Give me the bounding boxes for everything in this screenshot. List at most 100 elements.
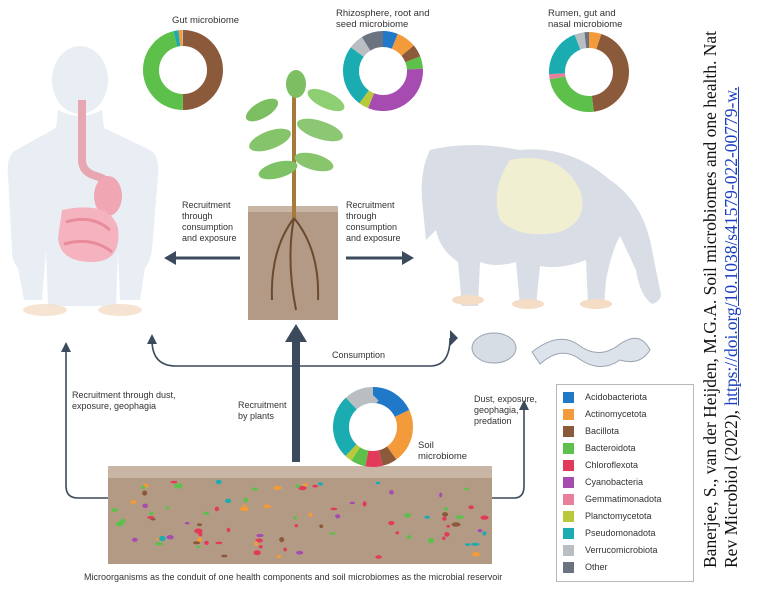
soil-microbe	[464, 487, 470, 491]
legend-swatch	[563, 426, 574, 437]
rhizosphere-microbiome-donut	[343, 31, 423, 111]
soil-microbe	[197, 537, 202, 543]
consumption-label: Consumption	[332, 350, 386, 360]
citation: Banerjee, S., van der Heijden, M.G.A. So…	[700, 20, 770, 568]
legend-label: Bacteroidota	[585, 443, 636, 453]
plant	[245, 70, 345, 320]
soil-microbe	[442, 536, 446, 541]
plant-recruitment-label: Recruitment by plants	[238, 400, 287, 421]
soil-microbe	[243, 497, 249, 503]
gut-donut-title: Gut microbiome	[172, 15, 240, 26]
soil-microbe	[472, 552, 481, 557]
donut-segment-verrucomicrobiota	[143, 30, 223, 110]
soil-microbe	[226, 527, 231, 533]
legend-label: Verrucomicrobiota	[585, 545, 658, 555]
soil-microbe	[388, 521, 395, 526]
soil-microbe	[451, 522, 461, 527]
soil-donut-title: Soil microbiome	[418, 440, 468, 462]
soil-microbe	[253, 550, 261, 556]
soil-microbe	[174, 483, 183, 489]
legend-label: Acidobacteriota	[585, 392, 648, 402]
soil-microbe	[375, 481, 381, 485]
soil-microbe	[150, 518, 156, 521]
soil-microbe	[215, 479, 222, 485]
soil-microbe	[329, 532, 336, 535]
soil-microbe	[308, 512, 313, 518]
soil-microbe	[221, 554, 228, 558]
soil-microbe	[294, 524, 299, 528]
legend-swatch	[563, 494, 574, 505]
soil-microbe	[276, 554, 282, 559]
soil-microbe	[468, 505, 474, 510]
donut-segment-verrucomicrobiota	[333, 387, 413, 467]
soil-microbe	[480, 515, 489, 520]
soil-microbe	[318, 482, 323, 486]
legend-swatch	[563, 409, 574, 420]
soil-microbe	[258, 545, 263, 549]
soil-microbe	[439, 492, 443, 498]
rumen-donut-title: Rumen, gut and nasal microbiome	[548, 8, 623, 30]
legend-label: Planctomycetota	[585, 511, 652, 521]
dust-predation-label: Dust, exposure, geophagia, predation	[474, 394, 538, 426]
soil-surface	[108, 466, 492, 478]
soil-block	[108, 466, 492, 564]
soil-microbe	[214, 506, 220, 512]
soil-microbe	[424, 515, 431, 519]
soil-microbes	[111, 479, 489, 559]
legend-label: Pseudomonadota	[585, 528, 656, 538]
legend-swatch	[563, 477, 574, 488]
soil-microbe	[197, 523, 202, 527]
legend-swatch	[563, 460, 574, 471]
soil-microbe	[406, 535, 412, 540]
recruitment-label-left: Recruitment through consumption and expo…	[182, 200, 237, 243]
soil-microbe	[319, 524, 324, 528]
soil-microbe	[446, 524, 451, 528]
soil-microbe	[204, 540, 209, 546]
soil-microbe	[141, 485, 146, 489]
soil-microbe	[196, 545, 201, 549]
cow	[421, 145, 661, 309]
donut-segment-chloroflexota	[333, 387, 413, 467]
legend-label: Gemmatimonadota	[585, 494, 662, 504]
soil-microbe	[465, 543, 471, 546]
soil-microbe	[279, 537, 285, 543]
soil-microbe	[312, 484, 319, 488]
soil-microbe	[120, 518, 126, 523]
legend-swatch	[563, 392, 574, 403]
legend-label: Cyanobacteria	[585, 477, 644, 487]
soil-microbe	[404, 513, 412, 518]
legend-swatch	[563, 511, 574, 522]
soil-microbe	[470, 542, 480, 546]
legend-label: Other	[585, 562, 608, 572]
arrows	[65, 256, 525, 499]
soil-microbe	[194, 528, 203, 534]
legend-swatch	[563, 528, 574, 539]
soil-microbe	[256, 533, 264, 538]
soil-microbe	[298, 486, 307, 491]
soil-microbe	[335, 514, 341, 519]
donut-segment-other	[549, 32, 629, 112]
soil-microbe	[389, 490, 394, 495]
donut-segment-bacteroidota	[143, 30, 223, 110]
gut-microbiome-donut	[143, 30, 223, 110]
soil-microbe	[203, 511, 210, 516]
legend-swatch	[563, 545, 574, 556]
recruitment-label-right: Recruitment through consumption and expo…	[346, 200, 401, 243]
donut-segment-pseudomonadota	[549, 32, 629, 112]
donut-segment-pseudomonadota	[333, 387, 413, 467]
citation-doi-link[interactable]: https://doi.org/10.1038/s41579-022-00779…	[721, 86, 741, 406]
rumen-microbiome-donut	[549, 32, 629, 112]
soil-microbe	[302, 483, 309, 487]
donut-segment-cyanobacteria	[343, 31, 423, 111]
soil-microbe	[296, 550, 304, 555]
soil-microbe	[427, 538, 435, 544]
soil-microbe	[330, 507, 338, 511]
legend-swatch	[563, 562, 574, 573]
soil-microbe	[295, 484, 301, 488]
soil-microbe	[142, 490, 148, 496]
soil-microbe	[395, 531, 400, 535]
soil-microbiome-donut	[333, 387, 413, 467]
soil-microbe	[159, 535, 166, 542]
